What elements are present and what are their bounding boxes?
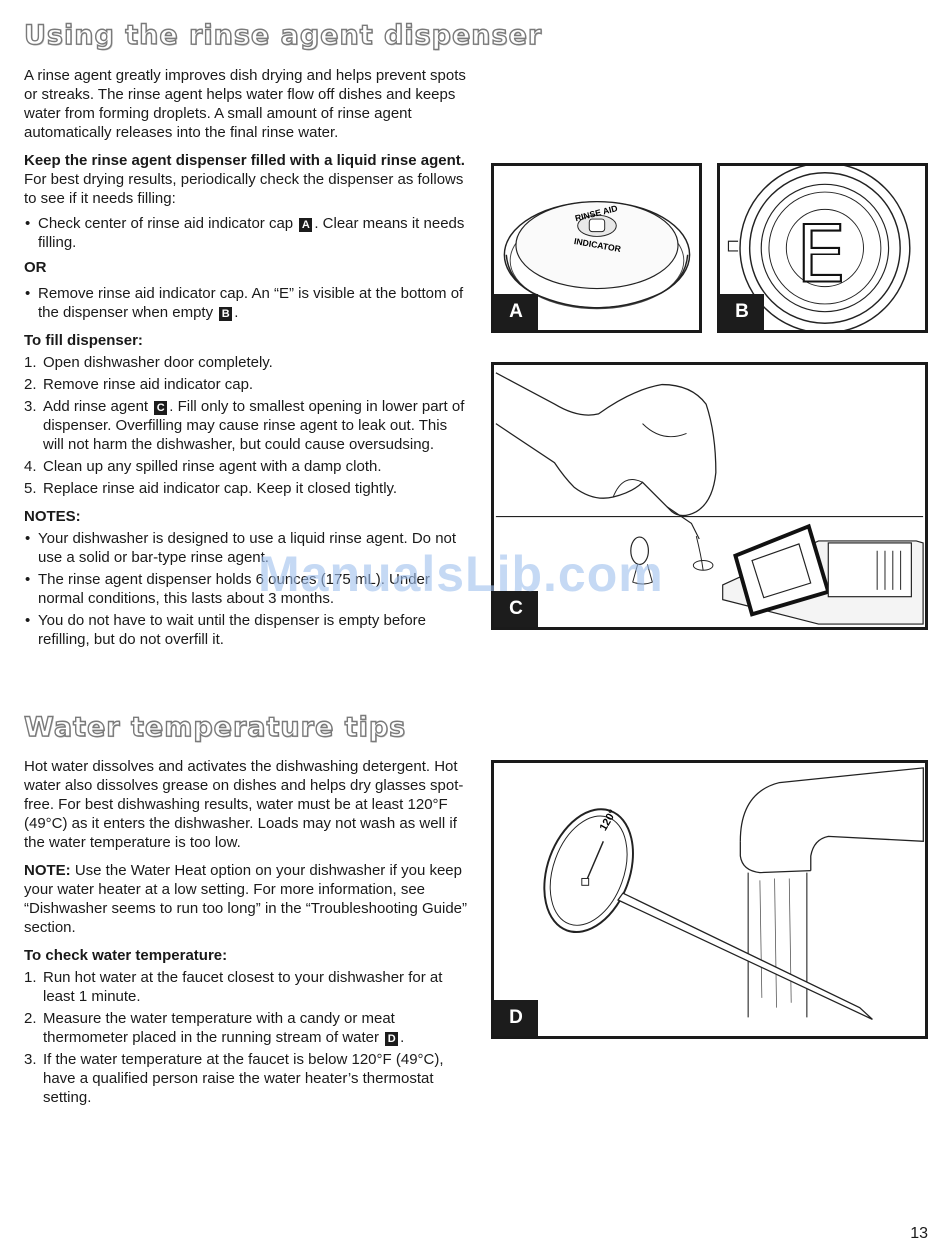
step-text: Run hot water at the faucet closest to y… bbox=[43, 969, 443, 1005]
check-bullets-1: Check center of rinse aid indicator cap … bbox=[24, 214, 469, 252]
step-text: . Fill only to smallest opening in lower… bbox=[43, 398, 465, 453]
list-item: 1. Run hot water at the faucet closest to… bbox=[24, 968, 469, 1006]
step-number: 5. bbox=[24, 480, 37, 497]
check-temperature-steps: 1. Run hot water at the faucet closest to… bbox=[24, 968, 469, 1107]
notes-label: NOTES: bbox=[24, 508, 81, 525]
list-item: 2. Measure the water temperature with a c… bbox=[24, 1009, 469, 1047]
list-item: 3. Add rinse agent C. Fill only to smalle… bbox=[24, 397, 469, 454]
keep-filled-bold: Keep the rinse agent dispenser filled wi… bbox=[24, 152, 465, 169]
fill-steps-list: 1. Open dishwasher door completely. 2. Rem… bbox=[24, 353, 469, 498]
list-item: The rinse agent dispenser holds 6 ounces… bbox=[24, 570, 469, 608]
section-heading-water-temperature: Water temperature tips bbox=[23, 711, 407, 743]
step-text: . bbox=[400, 1029, 405, 1046]
step-text: If the water temperature at the faucet i… bbox=[43, 1051, 444, 1106]
step-text: Measure the water temperature with a can… bbox=[43, 1010, 395, 1046]
step-text: Open dishwasher door completely. bbox=[43, 354, 273, 371]
figure-label-d: D bbox=[494, 1000, 538, 1036]
thermometer-in-water-illustration: 120° bbox=[543, 767, 924, 1020]
water-temperature-text-column: Hot water dissolves and activates the di… bbox=[24, 757, 469, 1116]
step-text: Add rinse agent bbox=[43, 398, 153, 415]
water-note-bold: NOTE: bbox=[24, 862, 71, 879]
rinse-agent-text-column: A rinse agent greatly improves dish dryi… bbox=[24, 66, 469, 655]
check-bullets-2: Remove rinse aid indicator cap. An “E” i… bbox=[24, 284, 469, 322]
step-number: 2. bbox=[24, 376, 37, 393]
watermark: ManualsLib.com bbox=[258, 546, 664, 602]
figure-c-add-rinse-agent: C bbox=[491, 362, 928, 630]
bullet-text: Check center of rinse aid indicator cap bbox=[38, 215, 298, 232]
water-note-paragraph: NOTE: Use the Water Heat option on your … bbox=[24, 861, 469, 937]
rinse-intro-paragraph: A rinse agent greatly improves dish dryi… bbox=[24, 67, 466, 141]
fill-dispenser-label: To fill dispenser: bbox=[24, 332, 143, 349]
figure-d-thermometer: 120° D bbox=[491, 760, 928, 1039]
list-item: Check center of rinse aid indicator cap … bbox=[24, 214, 469, 252]
step-number: 3. bbox=[24, 1051, 37, 1068]
step-number: 1. bbox=[24, 969, 37, 986]
list-item: 3. If the water temperature at the faucet… bbox=[24, 1050, 469, 1107]
step-number: 1. bbox=[24, 354, 37, 371]
section-heading-rinse-agent: Using the rinse agent dispenser bbox=[23, 19, 543, 51]
list-item: Remove rinse aid indicator cap. An “E” i… bbox=[24, 284, 469, 322]
rinse-aid-cap-illustration: RINSE AID INDICATOR bbox=[503, 200, 691, 310]
figure-label-a: A bbox=[494, 294, 538, 330]
figure-ref-b: B bbox=[219, 307, 233, 321]
list-item: 1. Open dishwasher door completely. bbox=[24, 353, 469, 372]
check-temperature-label: To check water temperature: bbox=[24, 947, 228, 964]
list-item: You do not have to wait until the dispen… bbox=[24, 611, 469, 649]
figure-label-c: C bbox=[494, 591, 538, 627]
step-text: Clean up any spilled rinse agent with a … bbox=[43, 458, 382, 475]
list-item: Your dishwasher is designed to use a liq… bbox=[24, 529, 469, 567]
notes-list: Your dishwasher is designed to use a liq… bbox=[24, 529, 469, 649]
empty-e-illustration: E bbox=[727, 166, 911, 330]
step-number: 2. bbox=[24, 1010, 37, 1027]
empty-letter-e: E bbox=[796, 209, 846, 301]
step-number: 3. bbox=[24, 398, 37, 415]
list-item: 5. Replace rinse aid indicator cap. Keep … bbox=[24, 479, 469, 498]
figure-label-b: B bbox=[720, 294, 764, 330]
bullet-text: Remove rinse aid indicator cap. An “E” i… bbox=[38, 285, 464, 321]
list-item: 4. Clean up any spilled rinse agent with … bbox=[24, 457, 469, 476]
figure-ref-c: C bbox=[154, 401, 168, 415]
figure-a-indicator-cap: RINSE AID INDICATOR A bbox=[491, 163, 702, 333]
water-note-text: Use the Water Heat option on your dishwa… bbox=[24, 862, 467, 936]
water-intro-paragraph: Hot water dissolves and activates the di… bbox=[24, 758, 464, 851]
step-text: Remove rinse aid indicator cap. bbox=[43, 376, 254, 393]
pouring-rinse-agent-illustration bbox=[495, 372, 924, 625]
figure-b-empty-indicator: E B bbox=[717, 163, 928, 333]
keep-filled-paragraph: Keep the rinse agent dispenser filled wi… bbox=[24, 151, 469, 208]
bullet-text: . Clear means it needs filling. bbox=[38, 215, 465, 251]
page-number: 13 bbox=[910, 1225, 928, 1242]
step-number: 4. bbox=[24, 458, 37, 475]
step-text: Replace rinse aid indicator cap. Keep it… bbox=[43, 480, 398, 497]
or-label: OR bbox=[24, 259, 47, 276]
figure-ref-d: D bbox=[385, 1032, 399, 1046]
list-item: 2. Remove rinse aid indicator cap. bbox=[24, 375, 469, 394]
bullet-text: . bbox=[234, 304, 239, 321]
figure-ref-a: A bbox=[299, 218, 313, 232]
keep-filled-text: For best drying results, periodically ch… bbox=[24, 171, 464, 207]
